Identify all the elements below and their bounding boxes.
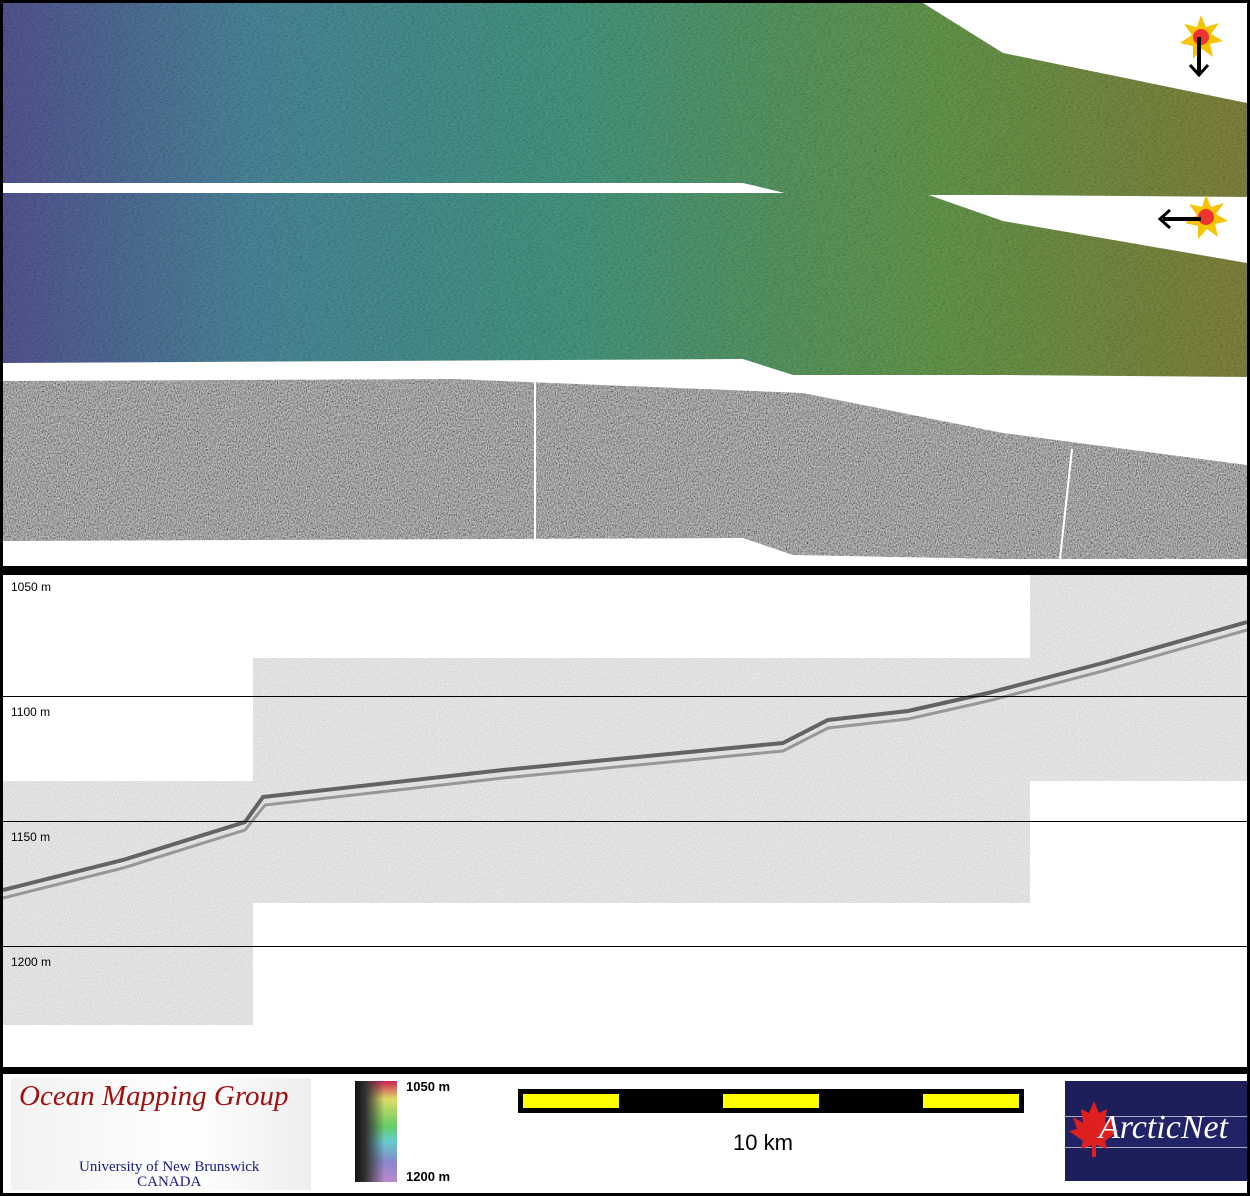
colorbar-bottom-label: 1200 m xyxy=(406,1169,451,1184)
backscatter-swath xyxy=(3,379,1247,559)
colorbar-top-label: 1050 m xyxy=(406,1079,451,1094)
arcticnet-logo: ArcticNet xyxy=(1065,1081,1247,1181)
seafloor-reflector xyxy=(3,620,1247,892)
swath-maps xyxy=(3,3,1247,560)
subbottom-profile: 1050 m 1100 m 1150 m 1200 m xyxy=(3,575,1247,1067)
depth-label: 1100 m xyxy=(11,705,51,719)
omg-university: University of New Brunswick xyxy=(79,1159,260,1175)
bathymetry-swath-east-lit xyxy=(3,193,1247,377)
bathymetry-swath-north-lit xyxy=(3,3,1247,197)
scale-label: 10 km xyxy=(733,1130,793,1155)
depth-gridline xyxy=(3,696,1247,697)
omg-country: CANADA xyxy=(137,1174,202,1190)
legend-footer: Ocean Mapping Group University of New Br… xyxy=(3,1074,1247,1193)
map-panels xyxy=(3,3,1247,566)
depth-gridline xyxy=(3,821,1247,822)
sun-east-icon xyxy=(1157,195,1228,239)
omg-title: Ocean Mapping Group xyxy=(19,1080,289,1112)
omg-subtitle: University of New Brunswick CANADA xyxy=(79,1160,259,1190)
omg-logo: Ocean Mapping Group University of New Br… xyxy=(11,1078,311,1190)
profile-image xyxy=(3,575,1247,1025)
depth-label: 1050 m xyxy=(11,580,52,594)
maple-leaf-icon xyxy=(1069,1101,1119,1157)
depth-colorbar xyxy=(355,1081,397,1182)
depth-gridline xyxy=(3,946,1247,947)
scale-bar xyxy=(518,1089,1024,1113)
arcticnet-text: ArcticNet xyxy=(1099,1109,1229,1146)
depth-label: 1200 m xyxy=(11,955,52,969)
depth-label: 1150 m xyxy=(11,830,51,844)
sun-north-icon xyxy=(1180,15,1223,78)
